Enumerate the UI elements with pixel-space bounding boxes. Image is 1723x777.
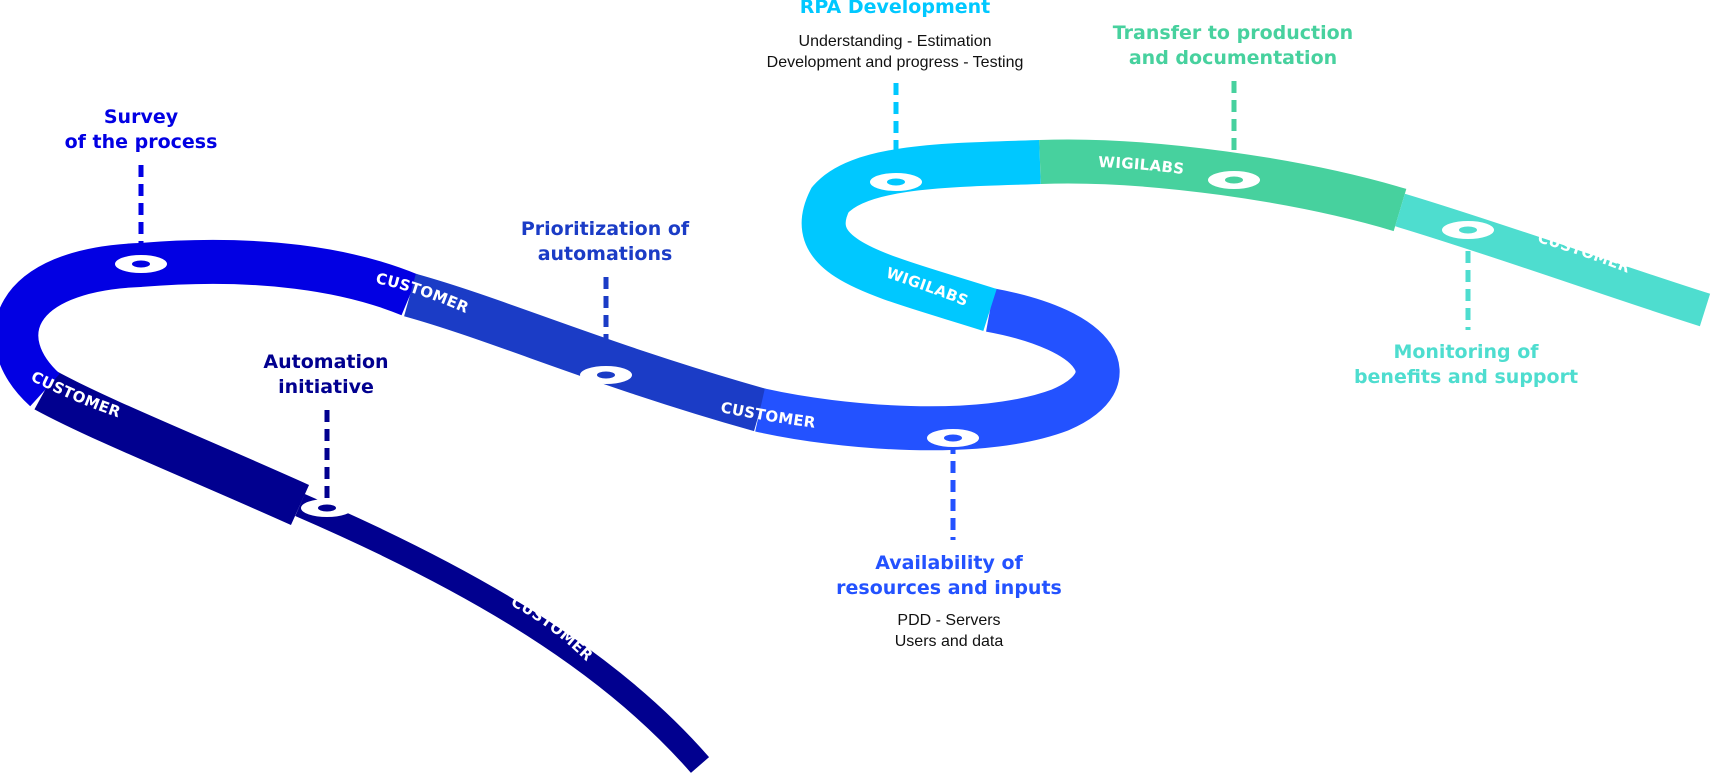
- survey-line2: of the process: [64, 131, 218, 153]
- automation-initiative-line1: Automation: [263, 351, 389, 373]
- road-segment-start: [295, 493, 710, 773]
- road-segment-mid-blue: [404, 273, 766, 432]
- rpa-line1: RPA Development: [799, 0, 991, 18]
- milestone-rpa-title: RPA Development: [800, 0, 991, 20]
- prioritization-line1: Prioritization of: [520, 218, 690, 240]
- marker-availability-icon: [927, 429, 979, 447]
- availability-detail2: Users and data: [894, 633, 1004, 650]
- road-segment-bright-blue: [755, 288, 1120, 451]
- availability-line2: resources and inputs: [836, 577, 1062, 599]
- marker-rpa-icon: [870, 173, 922, 191]
- monitoring-line2: benefits and support: [1353, 366, 1579, 388]
- marker-automation-initiative-icon: [301, 499, 353, 517]
- milestone-prioritization-title: Prioritization of automations: [521, 217, 689, 267]
- transfer-line2: and documentation: [1128, 47, 1338, 69]
- milestone-survey-title: Survey of the process: [65, 105, 218, 155]
- milestone-availability-detail: PDD - Servers Users and data: [895, 610, 1004, 652]
- marker-monitoring-icon: [1442, 221, 1494, 239]
- marker-prioritization-icon: [580, 366, 632, 384]
- milestone-monitoring-title: Monitoring of benefits and support: [1354, 340, 1578, 390]
- marker-transfer-icon: [1208, 171, 1260, 189]
- transfer-line1: Transfer to production: [1112, 22, 1354, 44]
- milestone-availability-title: Availability of resources and inputs: [836, 551, 1062, 601]
- rpa-detail2: Development and progress - Testing: [766, 54, 1024, 71]
- prioritization-line2: automations: [537, 243, 673, 265]
- milestone-markers: [115, 171, 1494, 517]
- milestone-automation-initiative-title: Automation initiative: [263, 350, 388, 400]
- marker-survey-icon: [115, 255, 167, 273]
- survey-line1: Survey: [103, 106, 179, 128]
- road-segment-cyan: [801, 140, 1041, 331]
- monitoring-line1: Monitoring of: [1393, 341, 1539, 363]
- availability-detail1: PDD - Servers: [897, 612, 1001, 629]
- rpa-detail1: Understanding - Estimation: [798, 33, 992, 50]
- milestone-transfer-title: Transfer to production and documentation: [1113, 21, 1353, 71]
- availability-line1: Availability of: [875, 552, 1023, 574]
- milestone-rpa-detail: Understanding - Estimation Development a…: [767, 31, 1024, 73]
- road-segment-navy: [34, 370, 310, 526]
- automation-initiative-line2: initiative: [278, 376, 374, 398]
- road-segment-teal: [1395, 193, 1711, 327]
